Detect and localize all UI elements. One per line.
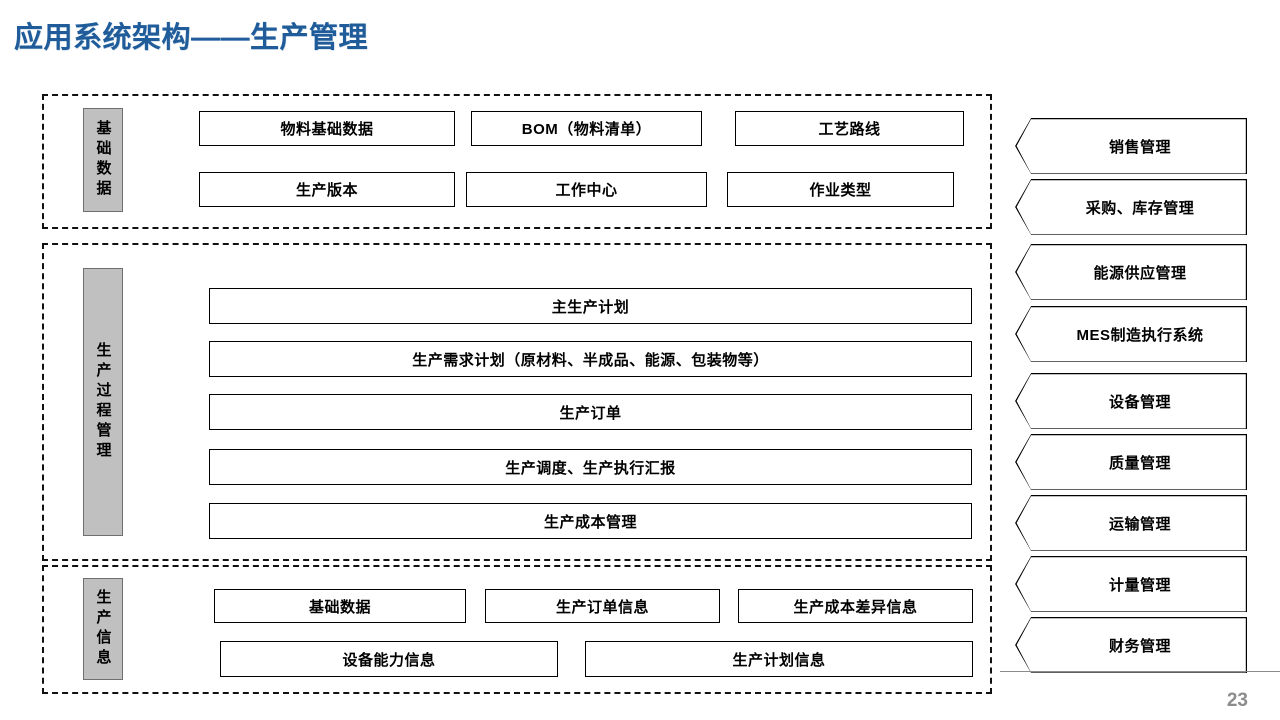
category-label-production-info: 生产信息	[83, 578, 123, 680]
item-box-material-master-data[interactable]: 物料基础数据	[199, 111, 455, 146]
item-box-production-version[interactable]: 生产版本	[199, 172, 455, 207]
page-title: 应用系统架构——生产管理	[14, 22, 369, 54]
connector-line	[1000, 671, 1280, 672]
chevron-finance-management[interactable]: 财务管理	[1015, 617, 1247, 673]
chevron-label: MES制造执行系统	[1076, 326, 1204, 344]
category-label-basic-data: 基础数据	[83, 108, 123, 212]
category-label-process-management: 生产过程管理	[83, 268, 123, 536]
item-box-production-order-info[interactable]: 生产订单信息	[485, 589, 720, 623]
item-box-production-plan-info[interactable]: 生产计划信息	[585, 641, 973, 677]
item-box-basic-data-info[interactable]: 基础数据	[214, 589, 466, 623]
chevron-energy-supply-management[interactable]: 能源供应管理	[1015, 244, 1247, 300]
item-bar-master-production-schedule[interactable]: 主生产计划	[209, 288, 972, 324]
chevron-label: 销售管理	[1108, 138, 1171, 156]
chevron-quality-management[interactable]: 质量管理	[1015, 434, 1247, 490]
chevron-label: 运输管理	[1108, 515, 1171, 533]
related-systems-list: 销售管理 采购、库存管理 能源供应管理 MES制造执行系统 设备管理 质量管理 …	[1015, 118, 1247, 674]
chevron-label: 能源供应管理	[1093, 264, 1187, 282]
chevron-mes-manufacturing-execution-system[interactable]: MES制造执行系统	[1015, 306, 1247, 362]
item-box-bom[interactable]: BOM（物料清单）	[471, 111, 702, 146]
chevron-label: 财务管理	[1108, 637, 1171, 655]
item-box-work-center[interactable]: 工作中心	[466, 172, 707, 207]
chevron-purchasing-inventory-management[interactable]: 采购、库存管理	[1015, 179, 1247, 235]
chevron-metering-management[interactable]: 计量管理	[1015, 556, 1247, 612]
item-box-equipment-capability-info[interactable]: 设备能力信息	[220, 641, 558, 677]
chevron-label: 质量管理	[1108, 454, 1171, 472]
item-bar-production-dispatch-report[interactable]: 生产调度、生产执行汇报	[209, 449, 972, 485]
item-bar-production-requirement-plan[interactable]: 生产需求计划（原材料、半成品、能源、包装物等）	[209, 341, 972, 377]
item-bar-production-cost-management[interactable]: 生产成本管理	[209, 503, 972, 539]
chevron-label: 采购、库存管理	[1085, 199, 1195, 217]
item-bar-production-order[interactable]: 生产订单	[209, 394, 972, 430]
item-box-operation-type[interactable]: 作业类型	[727, 172, 954, 207]
chevron-equipment-management[interactable]: 设备管理	[1015, 373, 1247, 429]
chevron-label: 计量管理	[1108, 576, 1171, 594]
item-box-production-cost-variance-info[interactable]: 生产成本差异信息	[738, 589, 973, 623]
chevron-sales-management[interactable]: 销售管理	[1015, 118, 1247, 174]
page-number: 23	[1226, 690, 1248, 711]
chevron-label: 设备管理	[1108, 393, 1171, 411]
item-box-process-route[interactable]: 工艺路线	[735, 111, 964, 146]
chevron-transportation-management[interactable]: 运输管理	[1015, 495, 1247, 551]
